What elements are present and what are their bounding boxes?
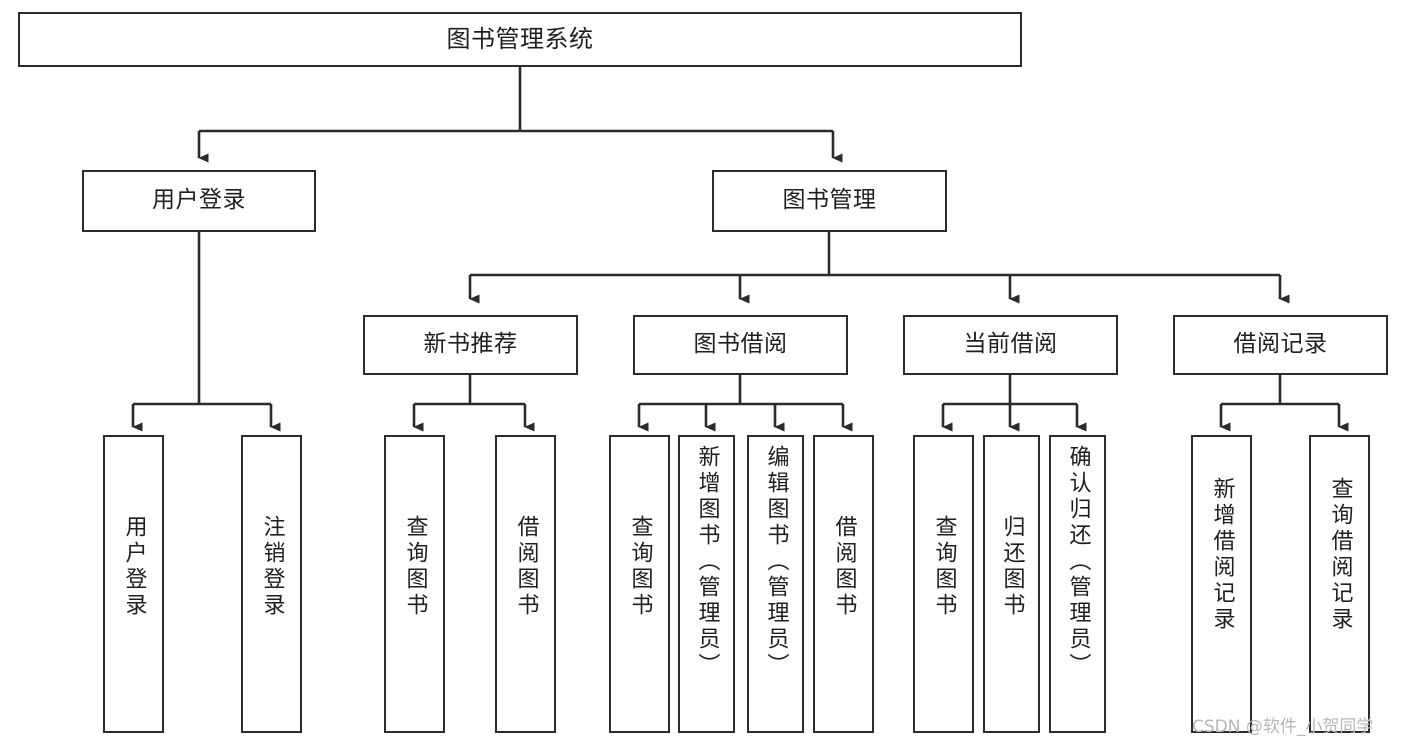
node-borrow-record[interactable]: 借阅记录 <box>1173 315 1388 375</box>
leaf-new-book-borrow-book[interactable]: 借阅图书 <box>495 435 556 733</box>
node-label: 图书借阅 <box>693 331 788 358</box>
node-label: 新书推荐 <box>423 331 518 358</box>
leaf-book-borrow-query-book[interactable]: 查询图书 <box>609 435 670 733</box>
node-label: 新增借阅记录 <box>1209 477 1235 633</box>
csdn-watermark: CSDN @软件_小贺同学 <box>1192 717 1374 737</box>
node-label: 编辑图书（管理员） <box>763 445 789 679</box>
node-new-book-recommend[interactable]: 新书推荐 <box>363 315 578 375</box>
node-book-management[interactable]: 图书管理 <box>712 170 947 232</box>
leaf-current-borrow-query-book[interactable]: 查询图书 <box>913 435 974 733</box>
leaf-borrow-record-query-record[interactable]: 查询借阅记录 <box>1309 435 1370 733</box>
node-label: 借阅记录 <box>1233 331 1328 358</box>
node-label: 查询借阅记录 <box>1327 477 1353 633</box>
leaf-borrow-record-add-record[interactable]: 新增借阅记录 <box>1191 435 1252 733</box>
node-label: 用户登录 <box>152 187 246 214</box>
node-label: 新增图书（管理员） <box>694 445 720 679</box>
node-label: 注销登录 <box>259 515 285 619</box>
leaf-current-borrow-confirm-return-admin[interactable]: 确认归还（管理员） <box>1049 435 1106 733</box>
node-label: 用户登录 <box>121 515 147 619</box>
leaf-current-borrow-return-book[interactable]: 归还图书 <box>983 435 1040 733</box>
leaf-new-book-query-book[interactable]: 查询图书 <box>384 435 445 733</box>
leaf-book-borrow-add-book-admin[interactable]: 新增图书（管理员） <box>678 435 735 733</box>
node-label: 当前借阅 <box>963 331 1058 358</box>
node-book-borrow[interactable]: 图书借阅 <box>633 315 848 375</box>
node-user-login[interactable]: 用户登录 <box>82 170 316 232</box>
leaf-book-borrow-edit-book-admin[interactable]: 编辑图书（管理员） <box>747 435 804 733</box>
node-current-borrow[interactable]: 当前借阅 <box>903 315 1118 375</box>
node-label: 查询图书 <box>627 515 653 619</box>
node-root-system[interactable]: 图书管理系统 <box>18 12 1022 67</box>
node-label: 归还图书 <box>999 515 1025 619</box>
node-label: 查询图书 <box>402 515 428 619</box>
node-label: 确认归还（管理员） <box>1065 445 1091 679</box>
leaf-book-borrow-borrow-book[interactable]: 借阅图书 <box>813 435 874 733</box>
leaf-user-login-login[interactable]: 用户登录 <box>103 435 164 733</box>
node-label: 图书管理 <box>782 187 877 214</box>
node-label: 图书管理系统 <box>446 25 594 54</box>
node-label: 借阅图书 <box>831 515 857 619</box>
leaf-user-login-logout[interactable]: 注销登录 <box>241 435 302 733</box>
node-label: 查询图书 <box>931 515 957 619</box>
node-label: 借阅图书 <box>513 515 539 619</box>
